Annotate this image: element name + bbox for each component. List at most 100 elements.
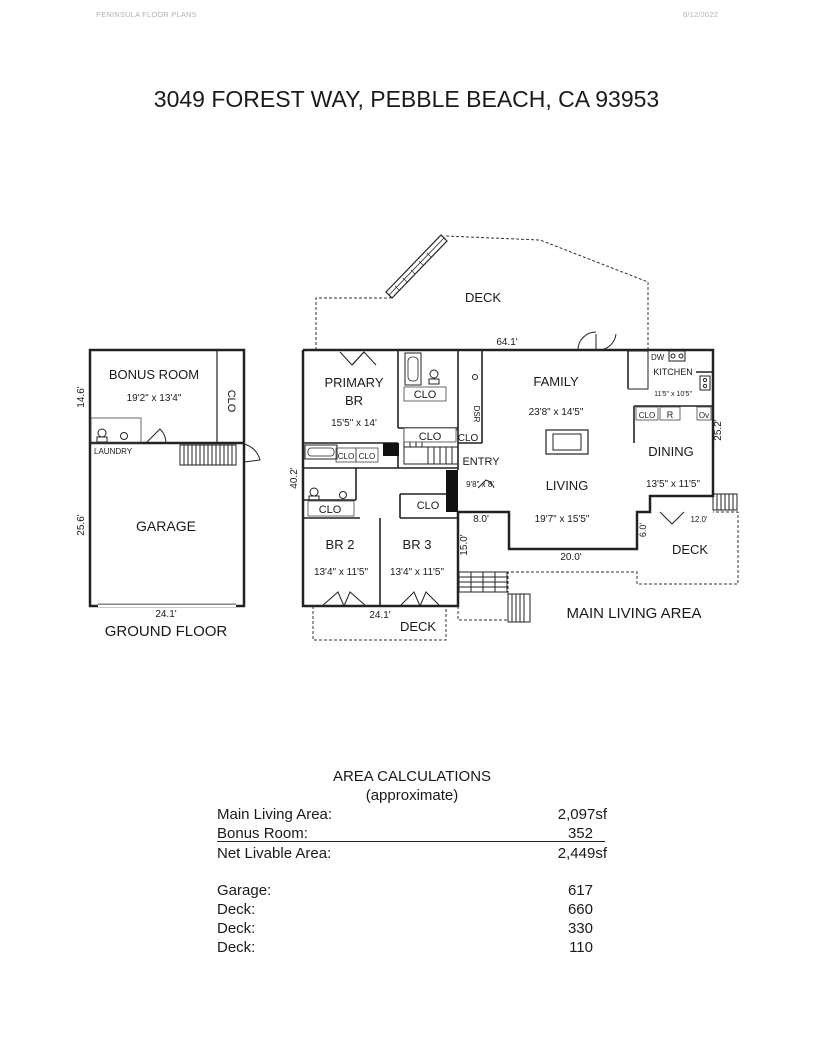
dining-label: DINING xyxy=(648,444,694,459)
deck-bottom-outline xyxy=(312,606,447,641)
primary-bath-closet-label: CLO xyxy=(414,389,437,401)
area-row-label: Deck: xyxy=(217,901,256,918)
ground-stairs xyxy=(179,444,237,466)
deck-bottom-label: DECK xyxy=(400,619,436,634)
deck-top-skylight xyxy=(385,234,448,299)
closet-under-stair xyxy=(403,427,457,443)
primary-br-dims: 15'5" x 14' xyxy=(331,418,377,429)
area-row-label: Main Living Area: xyxy=(217,806,333,823)
fridge-label: R xyxy=(667,410,674,420)
entry-post xyxy=(446,470,458,512)
pantry-closet-label: CLO xyxy=(639,411,655,420)
toilet-primary-icon xyxy=(429,369,439,379)
floor-plan-drawing: BONUS ROOM 19'2" x 13'4" CLO LAUNDRY GAR… xyxy=(76,234,739,641)
dim-deck-right-width: 12.0' xyxy=(690,515,708,524)
exterior-stairs-2 xyxy=(507,593,531,623)
deck-top-label: DECK xyxy=(465,290,501,305)
bonus-room-dims: 19'2" x 13'4" xyxy=(127,393,182,404)
primary-br-label-1: PRIMARY xyxy=(325,375,384,390)
kitchen-label: KITCHEN xyxy=(653,367,693,377)
primary-bath-closet xyxy=(403,386,447,402)
washer-icon xyxy=(97,428,107,438)
br2-closet-label: CLO xyxy=(319,504,342,516)
br3-label: BR 3 xyxy=(403,537,432,552)
family-table xyxy=(545,429,589,455)
area-row-value: 110 xyxy=(569,939,593,956)
living-label: LIVING xyxy=(546,478,589,493)
pantry-closet xyxy=(635,406,659,421)
area-calculations-subtitle: (approximate) xyxy=(365,787,459,804)
page-title: 3049 FOREST WAY, PEBBLE BEACH, CA 93953 xyxy=(153,86,660,112)
area-row-label: Net Livable Area: xyxy=(217,845,332,862)
stair-closet-label: CLO xyxy=(419,431,442,443)
ground-dim-left-top: 14.6' xyxy=(76,386,87,407)
area-row-value: 2,097sf xyxy=(557,806,607,823)
toilet-hall-icon xyxy=(309,487,319,497)
deck-top-outline xyxy=(315,235,649,350)
dim-step-vert: 15.0' xyxy=(459,534,470,555)
dryer-icon xyxy=(96,436,108,443)
company-name: PENINSULA FLOOR PLANS xyxy=(96,10,197,19)
plan-date: 6/12/2022 xyxy=(683,10,719,19)
area-row: Bonus Room: 352 xyxy=(217,824,607,843)
dining-dims: 13'5" x 11'5" xyxy=(646,479,701,490)
oven-label: Ov xyxy=(699,411,709,420)
deck-right-outline xyxy=(457,511,739,621)
door-swings xyxy=(321,331,685,607)
hall-closet-1-label: CLO xyxy=(338,452,354,461)
cooktop xyxy=(668,350,686,362)
refrigerator xyxy=(659,406,681,421)
exterior-stairs-1 xyxy=(458,571,508,593)
main-floor-plan: DECK 64.1' PRIMARY BR 15'5" x 14' CLO DS… xyxy=(289,234,739,641)
dim-deck-right-depth: 6.0' xyxy=(638,523,648,538)
br3-closet-label: CLO xyxy=(417,500,440,512)
br2-dims: 13'4" x 11'5" xyxy=(314,567,369,578)
entry-closet-label: CLO xyxy=(458,433,479,444)
area-row: Main Living Area: 2,097sf xyxy=(217,805,607,824)
bathtub-primary xyxy=(404,352,422,386)
ground-floor-outline xyxy=(88,348,246,608)
entry-dims: 9'8" x 8' xyxy=(466,480,494,489)
area-row-value: 660 xyxy=(567,901,593,918)
ground-dim-bottom: 24.1' xyxy=(155,609,176,620)
entry-label: ENTRY xyxy=(462,456,500,468)
area-row-label: Bonus Room: xyxy=(217,825,308,842)
exterior-stairs-3 xyxy=(712,493,738,511)
dim-left: 40.2' xyxy=(289,467,300,488)
hall-closet-br2 xyxy=(307,500,355,517)
br3-dims: 13'4" x 11'5" xyxy=(390,567,445,578)
area-row-label: Garage: xyxy=(217,882,272,899)
area-row-value: 352 xyxy=(567,825,593,842)
faucet-icon xyxy=(472,374,478,380)
bonus-room-label: BONUS ROOM xyxy=(109,367,199,382)
dim-step-small: 8.0' xyxy=(473,514,489,525)
laundry-area xyxy=(90,417,142,444)
area-row: Net Livable Area: 2,449sf xyxy=(217,844,607,863)
bathtub-hall xyxy=(304,444,338,460)
living-dims: 19'7" x 15'5" xyxy=(535,514,590,525)
area-calculations-table: AREA CALCULATIONS (approximate) Main Liv… xyxy=(217,767,607,957)
area-row: Deck: 110 xyxy=(217,938,607,957)
area-row: Deck: 330 xyxy=(217,919,607,938)
dim-deck-bottom-width: 24.1' xyxy=(369,610,390,621)
br2-label: BR 2 xyxy=(326,537,355,552)
laundry-label: LAUNDRY xyxy=(94,447,133,456)
ground-floor-label: GROUND FLOOR xyxy=(105,623,228,640)
subtotal-rule xyxy=(217,841,605,842)
sink-icon xyxy=(120,432,128,440)
dw-label: DW xyxy=(651,353,665,362)
area-row-value: 617 xyxy=(567,882,593,899)
dim-top: 64.1' xyxy=(496,337,517,348)
kitchen-sink xyxy=(699,375,711,391)
deck-right-label: DECK xyxy=(672,542,708,557)
kitchen-dims: 11'5" x 10'5" xyxy=(654,391,692,398)
chimney-block xyxy=(383,443,399,456)
primary-br-label-2: BR xyxy=(345,393,363,408)
area-row-label: Deck: xyxy=(217,920,256,937)
dsr-label: DSR xyxy=(472,406,481,423)
oven xyxy=(696,406,712,421)
kitchen-island xyxy=(627,350,649,390)
main-living-area-label: MAIN LIVING AREA xyxy=(566,605,701,622)
dim-bottom-right: 20.0' xyxy=(560,552,581,563)
sink-hall-icon xyxy=(339,491,347,499)
